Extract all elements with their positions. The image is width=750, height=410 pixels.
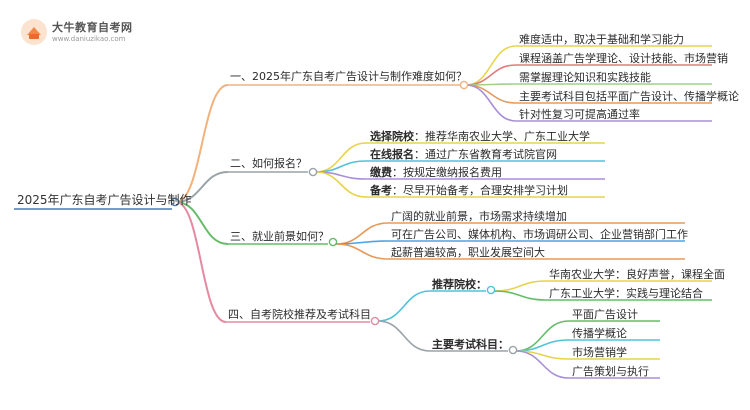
branch-2-item-label: 选择院校: [370, 130, 414, 143]
subject-item: 市场营销学: [572, 346, 627, 359]
branch-2-item: 选择院校：推荐华南农业大学、广东工业大学: [370, 130, 590, 144]
branch-2-item-text: ：尽早开始备考，合理安排学习计划: [392, 184, 568, 197]
branch-2-item-label: 备考: [370, 184, 392, 197]
branch-3-item: 可在广告公司、媒体机构、市场调研公司、企业营销部门工作: [391, 228, 688, 241]
branch-1-item-link: [465, 84, 517, 122]
branch-2-item: 在线报名：通过广东省教育考试院官网: [370, 148, 557, 162]
school-item-link: [493, 280, 547, 292]
branch-1-node: [459, 80, 469, 90]
branch-2-item: 缴费：按规定缴纳报名费用: [370, 166, 502, 180]
branch-2-item-text: ：按规定缴纳报名费用: [392, 166, 502, 179]
branch-3-item: 广阔的就业前景，市场需求持续增加: [391, 210, 567, 223]
branch-2-title: 二、如何报名？: [230, 157, 307, 170]
branch-2-item-link: [315, 142, 367, 173]
branch-1-title: 一、2025年广东自考广告设计与制作难度如何？: [230, 70, 467, 83]
branch-1-item: 主要考试科目包括平面广告设计、传播学概论: [519, 90, 739, 103]
branch-2-item: 备考：尽早开始备考，合理安排学习计划: [370, 184, 568, 198]
branch-1-item-link: [465, 84, 517, 104]
branch-3-link: [175, 201, 229, 245]
watermark-url: www.daniuzikao.com: [52, 35, 126, 43]
subject-item: 广告策划与执行: [572, 365, 649, 378]
group-subjects-node: [508, 345, 518, 355]
school-item: 广东工业大学：实践与理论结合: [549, 287, 703, 300]
branch-3-item-link: [335, 243, 389, 260]
school-item: 华南农业大学：良好声誉，课程全面: [549, 268, 725, 281]
subject-item-link: [515, 320, 570, 352]
logo-icon: [21, 19, 47, 45]
group-schools-node: [486, 285, 496, 295]
school-item-link: [493, 290, 547, 301]
branch-1-item: 需掌握理论知识和实践技能: [519, 71, 651, 84]
root-node: [170, 197, 180, 207]
branch-2-item-text: ：推荐华南农业大学、广东工业大学: [414, 130, 590, 143]
subject-item-link: [515, 350, 570, 379]
branch-2-item-text: ：通过广东省教育考试院官网: [414, 148, 557, 161]
branch-4-link: [175, 201, 227, 323]
root-topic: 2025年广东自考广告设计与制作: [17, 193, 192, 207]
branch-4-node: [370, 316, 380, 326]
branch-2-item-label: 在线报名: [370, 148, 414, 161]
branch-1-item: 针对性复习可提高通过率: [519, 108, 640, 121]
branch-1-link: [175, 84, 229, 203]
branch-3-title: 三、就业前景如何？: [230, 230, 329, 243]
branch-1-item-link: [465, 64, 517, 86]
branch-1-item: 课程涵盖广告学理论、设计技能、市场营销: [519, 52, 728, 65]
branch-3-item: 起薪普遍较高，职业发展空间大: [391, 246, 545, 259]
branch-2-item-label: 缴费: [370, 166, 392, 179]
branch-3-node: [328, 237, 338, 247]
branch-2-link: [175, 171, 229, 203]
branch-1-item: 难度适中，取决于基础和学习能力: [519, 33, 684, 46]
branch-4-title: 四、自考院校推荐及考试科目: [228, 308, 371, 321]
branch-2-node: [308, 167, 318, 177]
branch-2-item-link: [315, 171, 367, 198]
watermark-name: 大牛教育自考网: [52, 21, 133, 34]
subject-item: 平面广告设计: [572, 308, 638, 321]
group-subjects-label: 主要考试科目：: [432, 338, 509, 351]
subject-item: 传播学概论: [572, 327, 627, 340]
group-schools-link: [377, 290, 431, 322]
group-subjects-link: [377, 320, 431, 352]
group-schools-label: 推荐院校：: [432, 278, 487, 291]
